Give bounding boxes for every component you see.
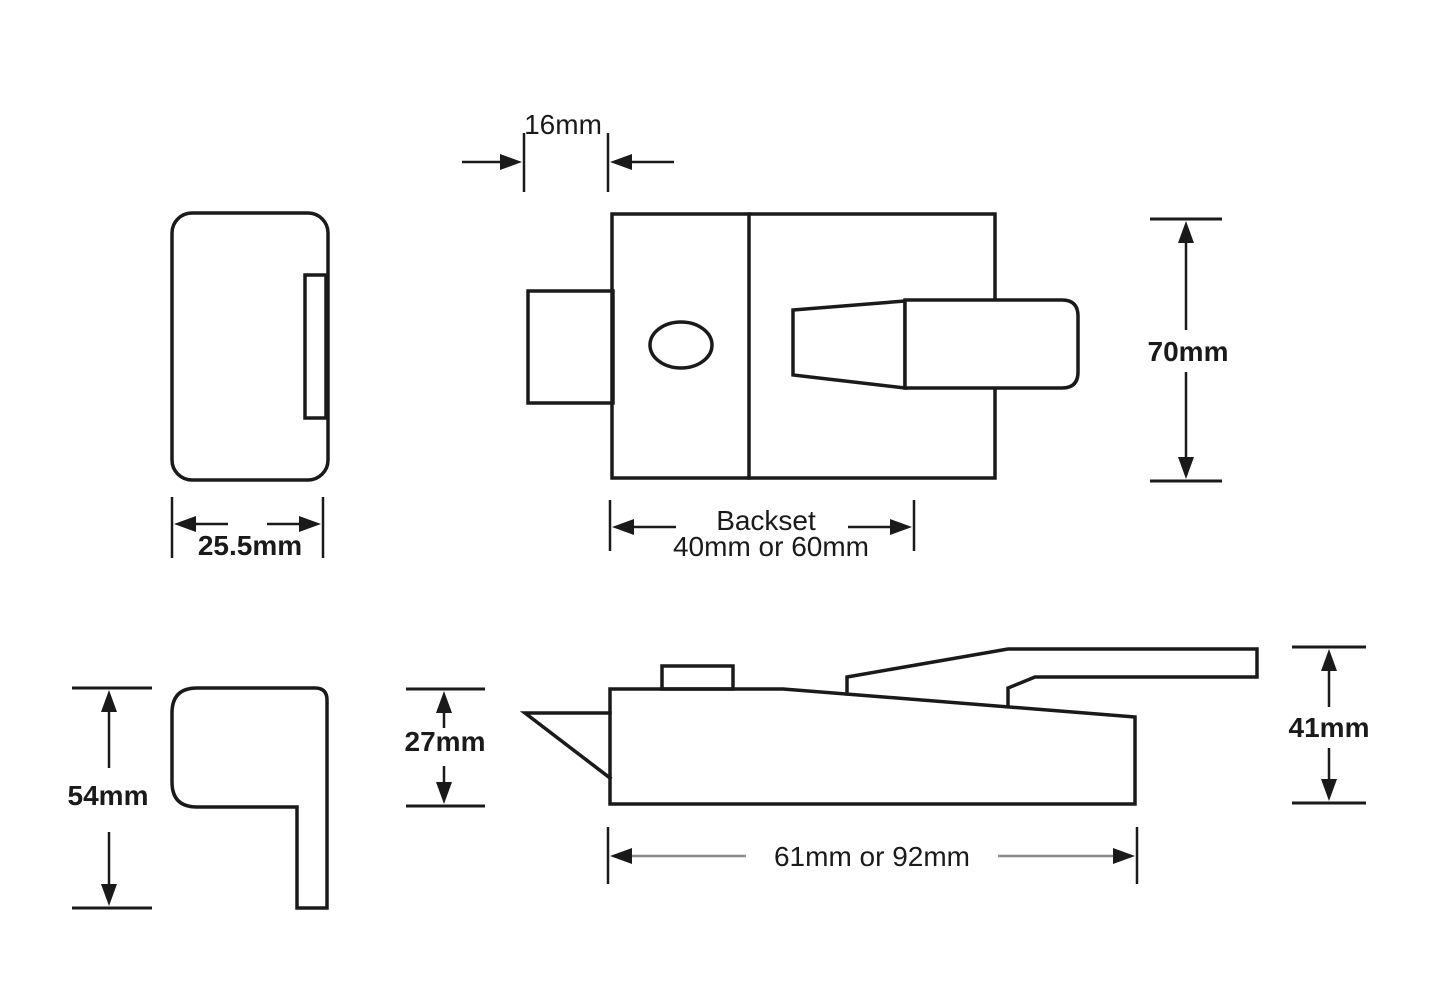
staple-outline: [170, 686, 329, 910]
dimension-label-backset-values: 40mm or 60mm: [673, 531, 869, 562]
dimension-label-case-height: 70mm: [1148, 336, 1229, 367]
dimension-case-height: 70mm: [1148, 217, 1229, 483]
arrow-right-icon: [500, 154, 522, 170]
arrow-right-icon: [890, 519, 912, 535]
snib-button: [660, 664, 735, 691]
arrow-left-icon: [174, 516, 196, 532]
staple-side-view: [170, 686, 329, 910]
dimension-label-backset-title: Backset: [716, 505, 816, 536]
cylinder-hole: [648, 320, 714, 370]
dimension-backset: Backset 40mm or 60mm: [608, 500, 916, 562]
arrow-up-icon: [1178, 221, 1194, 243]
lock-profile-view: [519, 647, 1259, 806]
case-front-view: [526, 212, 1080, 480]
dimension-bolt-width: 16mm: [462, 109, 674, 192]
knob-handle: [903, 298, 1080, 390]
dimension-staple-height: 54mm: [68, 686, 152, 910]
arrow-up-icon: [1321, 649, 1337, 671]
case-side-view: [170, 211, 330, 482]
case-side-outline: [170, 211, 330, 482]
dimension-label-staple-height: 54mm: [68, 780, 149, 811]
dimension-label-body-length: 61mm or 92mm: [774, 841, 970, 872]
arrow-left-icon: [610, 154, 632, 170]
arrow-right-icon: [1113, 848, 1135, 864]
dimension-label-case-depth: 25.5mm: [198, 530, 302, 561]
latch-bolt-profile: [519, 711, 613, 781]
arrow-down-icon: [101, 884, 117, 906]
arrow-right-icon: [299, 516, 321, 532]
arrow-up-icon: [101, 690, 117, 712]
knob-neck: [791, 299, 907, 390]
dimension-overall-height: 41mm: [1289, 645, 1370, 805]
lever-handle: [845, 647, 1259, 708]
dimension-body-length: 61mm or 92mm: [606, 827, 1139, 884]
dimension-label-body-height: 27mm: [405, 726, 486, 757]
arrow-left-icon: [610, 848, 632, 864]
case-side-faceplate: [303, 273, 328, 420]
arrow-up-icon: [436, 691, 452, 713]
body-outline: [608, 687, 1137, 806]
arrow-down-icon: [1178, 457, 1194, 479]
latch-bolt: [526, 289, 615, 405]
dimension-label-overall-height: 41mm: [1289, 712, 1370, 743]
arrow-down-icon: [1321, 779, 1337, 801]
dimension-body-height: 27mm: [405, 687, 486, 808]
dimension-case-depth: 25.5mm: [170, 497, 325, 561]
arrow-down-icon: [436, 782, 452, 804]
arrow-left-icon: [612, 519, 634, 535]
dimension-label-bolt-width: 16mm: [524, 109, 602, 140]
